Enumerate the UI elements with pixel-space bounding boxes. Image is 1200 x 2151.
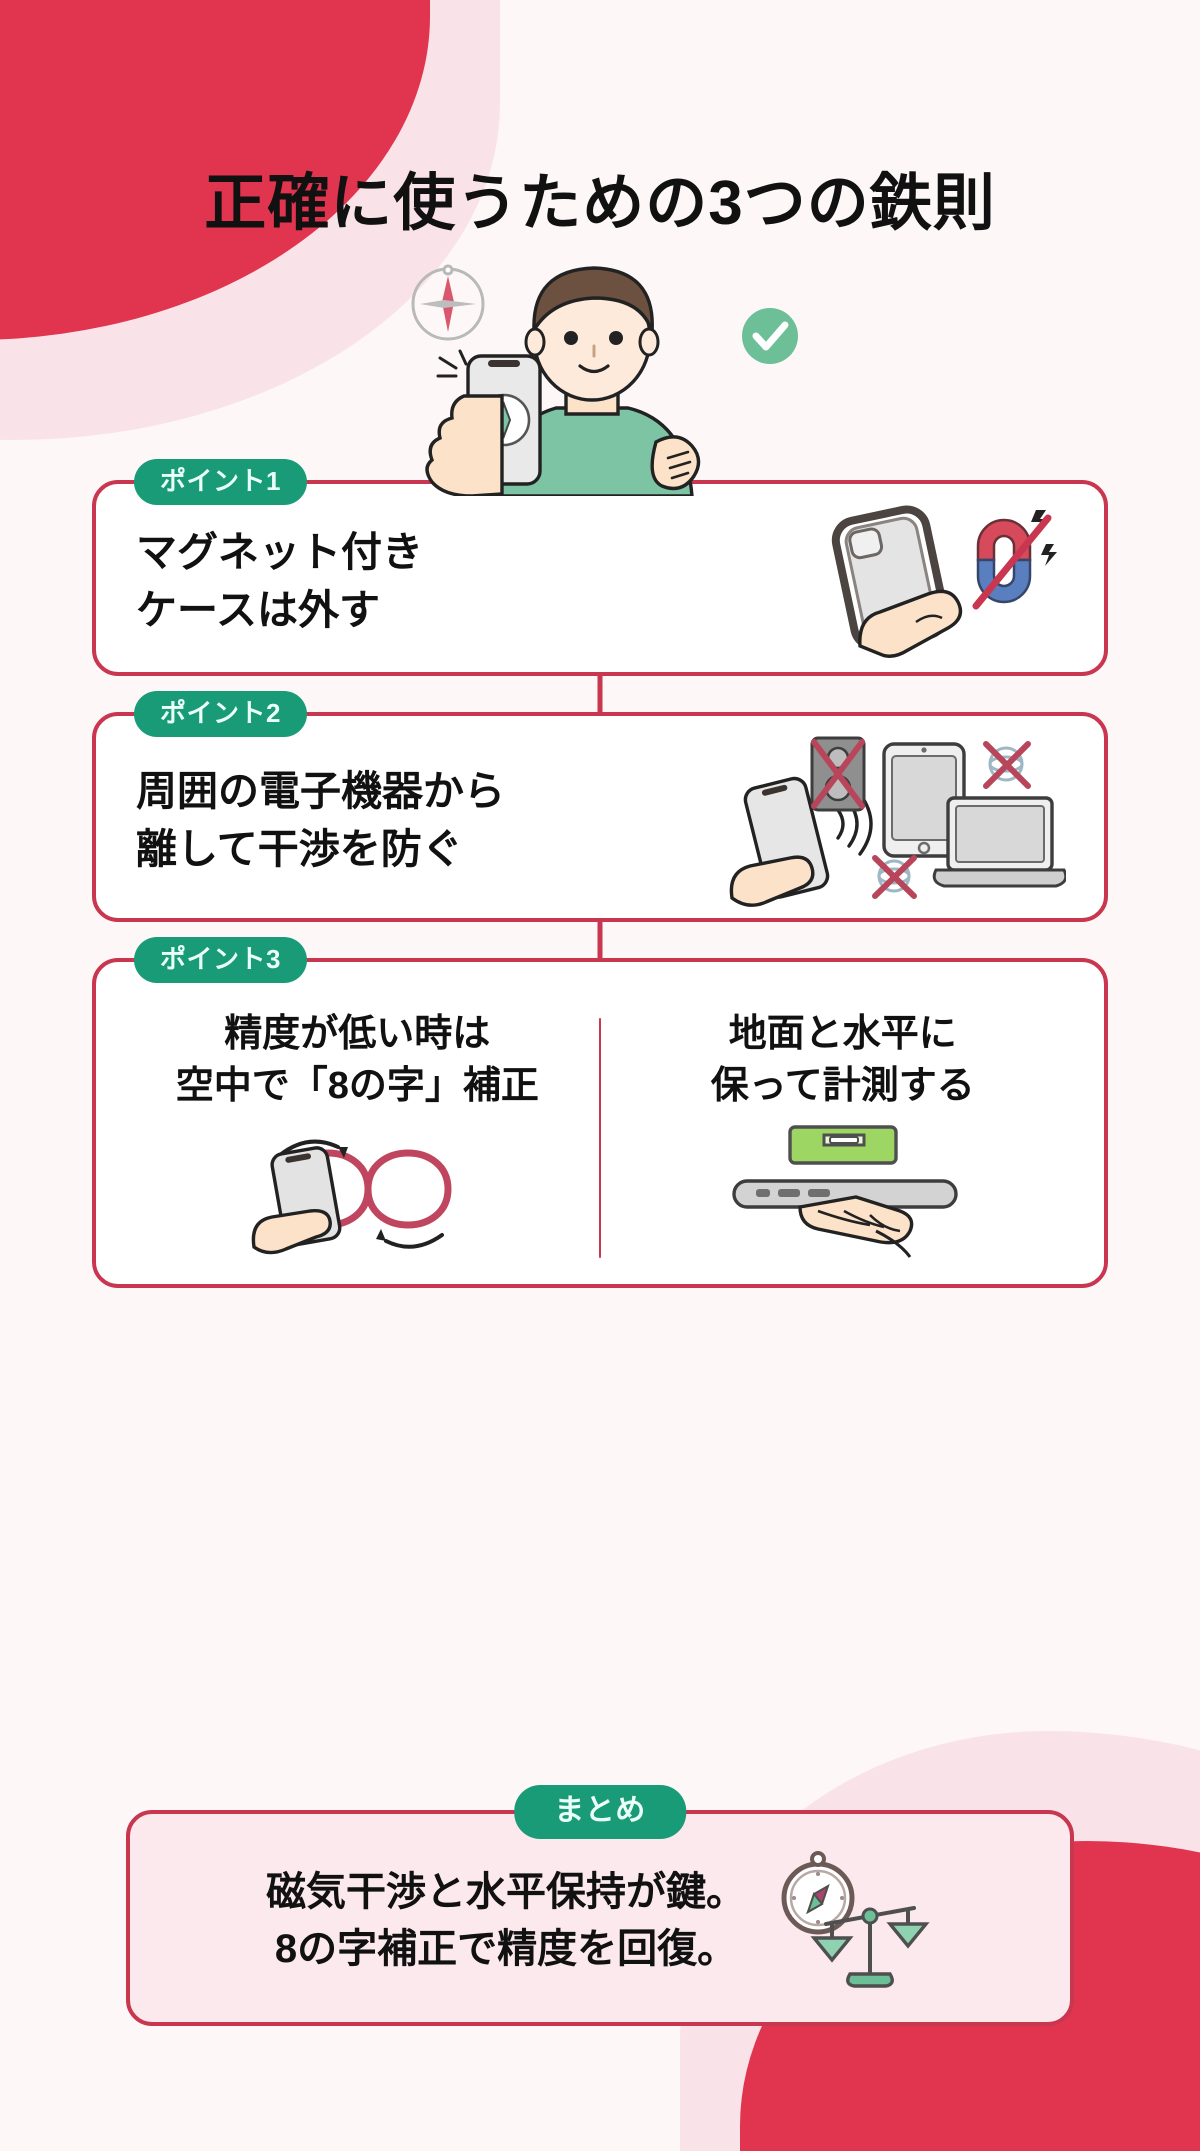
- laptop-device: [932, 796, 1066, 888]
- point-art-2: [716, 730, 1066, 910]
- point-text-3-right: 地面と水平に 保って計測する: [710, 1013, 975, 1108]
- person-hand-left: [425, 394, 504, 496]
- point-badge-2: ポイント2: [134, 691, 307, 737]
- summary-text: 磁気干渉と水平保持が鍵。 8の字補正で精度を回復。: [266, 1870, 746, 1971]
- check-circle-icon: [742, 308, 798, 364]
- motion-marks: [436, 349, 468, 378]
- point-art-3-right: [678, 1119, 1008, 1259]
- hand: [251, 1208, 333, 1255]
- interference-bottom: [872, 855, 917, 899]
- person-mouth: [578, 364, 610, 374]
- point-card-2[interactable]: ポイント2 周囲の電子機器から 離して干渉を防ぐ: [92, 676, 1108, 922]
- summary-icons: [764, 1846, 934, 1996]
- hand-finger-line-3: [868, 1213, 900, 1233]
- spirit-level-icon: [788, 1125, 898, 1165]
- person-eye-right: [609, 331, 623, 345]
- scale-base: [846, 1972, 894, 1988]
- hand-finger-line-2: [843, 1209, 885, 1229]
- point-text-1: マグネット付き ケースは外す: [136, 528, 423, 633]
- scale-pan-right: [886, 1922, 930, 1949]
- hand-wrist-line: [875, 1229, 911, 1258]
- summary-card[interactable]: まとめ 磁気干渉と水平保持が鍵。 8の字補正で精度を回復。: [126, 1785, 1074, 2026]
- hero-illustration: [0, 246, 1200, 496]
- phone-notch: [761, 784, 788, 796]
- fist-knuckles: [666, 450, 692, 480]
- summary-section: まとめ 磁気干渉と水平保持が鍵。 8の字補正で精度を回復。: [126, 1785, 1074, 2026]
- speaker-x-mark: [811, 739, 865, 809]
- hand-thumb-line: [915, 614, 943, 624]
- point-badge-3: ポイント3: [134, 937, 307, 983]
- point-text-2: 周囲の電子機器から 離して干渉を防ぐ: [136, 767, 505, 872]
- person-ear-left: [524, 327, 546, 357]
- person-hair: [532, 266, 654, 336]
- point-3-column-divider: [598, 1018, 602, 1258]
- card-connector-1-2: [597, 676, 603, 716]
- card-connector-2-3: [597, 922, 603, 962]
- compass-needle-ew: [420, 300, 476, 308]
- arrow-bottom: [384, 1232, 445, 1249]
- point-3-column-left: 精度が低い時は 空中で「8の字」補正: [120, 1008, 595, 1262]
- point-art-1: [800, 496, 1060, 666]
- phone-notch: [488, 360, 520, 367]
- point-3-column-right: 地面と水平に 保って計測する: [605, 1008, 1080, 1262]
- hand-finger-line-1: [817, 1209, 870, 1227]
- point-art-3-left: [192, 1119, 522, 1259]
- person-ear-right: [638, 327, 660, 357]
- figure-eight-path: [284, 1149, 452, 1229]
- hand-supporting-phone: [798, 1195, 914, 1245]
- point-card-1[interactable]: ポイント1 マグネット付き ケースは外す: [92, 459, 1108, 676]
- check-mark-icon: [752, 321, 789, 351]
- point-card-3[interactable]: ポイント3 精度が低い時は 空中で「8の字」補正: [92, 922, 1108, 1288]
- summary-badge: まとめ: [514, 1785, 686, 1839]
- hand: [729, 855, 815, 907]
- no-magnet-strike: [972, 514, 1052, 610]
- person-fist-right: [650, 435, 701, 491]
- arrow-top: [278, 1139, 341, 1157]
- phone-camera-bump: [848, 527, 884, 560]
- phone-notch: [285, 1153, 312, 1163]
- hand-holding-case: [858, 589, 963, 658]
- person-eye-left: [564, 331, 578, 345]
- interference-top: [983, 741, 1031, 789]
- point-badge-1: ポイント1: [134, 459, 307, 505]
- scale-pan-left: [810, 1936, 854, 1963]
- page-title: 正確に使うための3つの鉄則: [204, 169, 996, 238]
- points-stack: ポイント1 マグネット付き ケースは外す: [92, 459, 1108, 1288]
- point-text-3-left: 精度が低い時は 空中で「8の字」補正: [175, 1013, 539, 1108]
- scale-pivot: [861, 1907, 879, 1925]
